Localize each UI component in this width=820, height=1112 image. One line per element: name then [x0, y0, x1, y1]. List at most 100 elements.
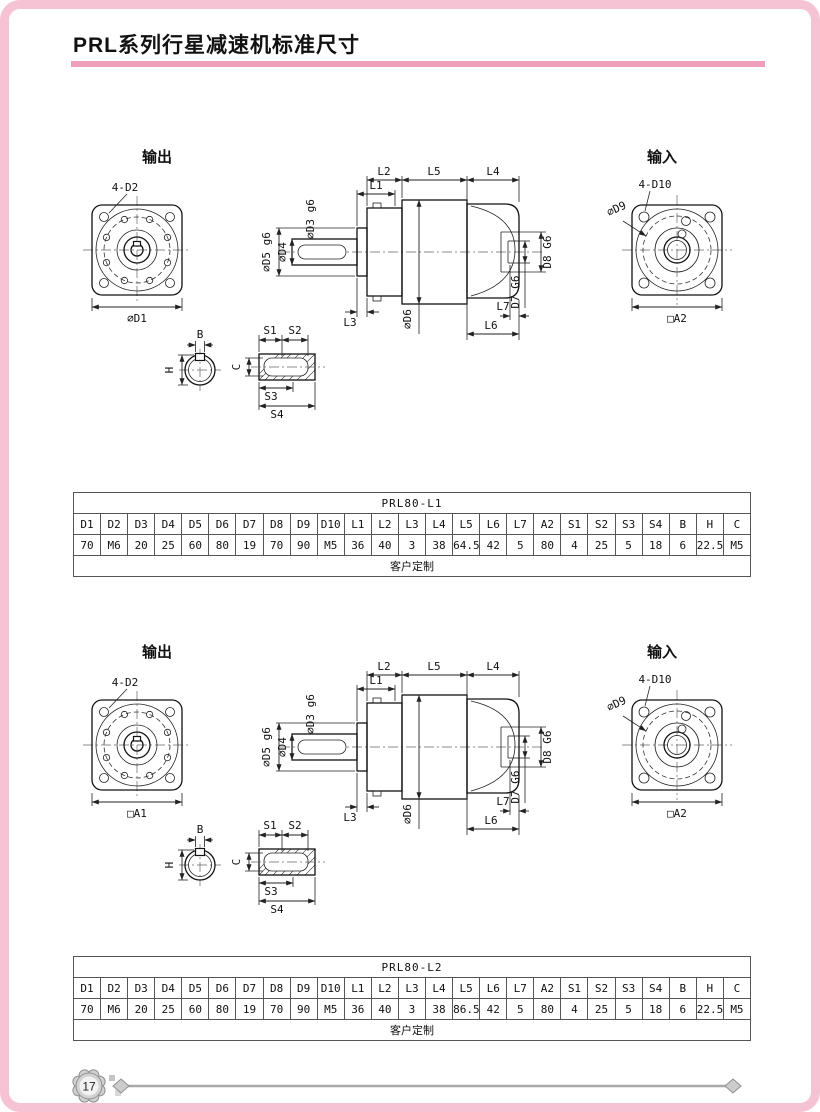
input-flange-view: 4-D10 ⌀D9 □A2	[605, 178, 732, 325]
label-S2: S2	[288, 324, 301, 337]
label-S3: S3	[264, 390, 277, 403]
divider-diamond-right	[724, 1078, 742, 1094]
label-L7: L7	[496, 300, 509, 313]
column-header: S2	[587, 513, 616, 535]
label-D6: ⌀D6	[401, 309, 414, 329]
value-cell: 80	[533, 998, 562, 1020]
column-header: D3	[127, 977, 156, 999]
label-S3: S3	[264, 885, 277, 898]
value-cell: 3	[397, 998, 427, 1020]
value-cell: 36	[343, 998, 372, 1020]
value-cell: 60	[181, 998, 210, 1020]
label-L2: L2	[377, 660, 390, 673]
output-view-label: 输出	[142, 643, 172, 661]
value-cell: 3	[397, 534, 427, 556]
output-flange-view: 4-D2 ⌀D1	[83, 181, 191, 325]
label-L4: L4	[486, 660, 500, 673]
column-header: S3	[614, 513, 643, 535]
value-cell: 25	[154, 534, 183, 556]
label-L1: L1	[369, 674, 382, 687]
value-cell: 18	[641, 998, 670, 1020]
column-header: L6	[479, 513, 508, 535]
value-cell: M5	[722, 534, 752, 556]
shaft-end-view: B H	[163, 328, 221, 391]
value-cell: 42	[479, 998, 508, 1020]
input-flange-dim: □A2	[667, 807, 687, 820]
input-flange-dim: □A2	[667, 312, 687, 325]
value-cell: M5	[316, 998, 345, 1020]
drawing-section-1: 输出 输入 4-D2 ⌀D1 B	[67, 142, 767, 442]
value-cell: 22.5	[695, 534, 724, 556]
decor-square	[115, 1090, 121, 1096]
column-header: D5	[181, 977, 210, 999]
column-header: L7	[506, 513, 535, 535]
label-L5: L5	[427, 660, 440, 673]
label-D4: ⌀D4	[276, 737, 289, 757]
label-L1: L1	[369, 179, 382, 192]
value-cell: 5	[614, 998, 643, 1020]
label-L4: L4	[486, 165, 500, 178]
column-header: L4	[425, 513, 454, 535]
value-cell: 25	[587, 998, 616, 1020]
side-view: L2 L5 L4 L1 ⌀D3 g6 ⌀D5 g6 ⌀D4 L3 ⌀D6 L7	[260, 660, 554, 835]
value-cell: 70	[262, 998, 291, 1020]
label-H: H	[163, 367, 176, 374]
value-cell: 25	[587, 534, 616, 556]
output-flange-dim: ⌀D1	[127, 312, 147, 325]
value-cell: M6	[100, 534, 129, 556]
column-header: H	[695, 977, 724, 999]
front-holes-label: 4-D2	[112, 676, 139, 689]
column-header: L2	[370, 977, 399, 999]
column-header: D8	[262, 513, 291, 535]
column-header: D2	[100, 977, 129, 999]
page-number: 17	[82, 1080, 96, 1094]
side-view: L2 L5 L4 L1 ⌀D3 g6 ⌀D5 g6 ⌀D4 L3 ⌀D6 L7	[260, 165, 554, 340]
column-header: D10	[316, 513, 345, 535]
rear-holes-label: 4-D10	[638, 673, 671, 686]
value-cell: 40	[370, 998, 399, 1020]
key-section-view: S1 S2 C S3 S4	[230, 324, 325, 421]
input-view-label: 输入	[647, 643, 677, 661]
label-L6: L6	[484, 814, 497, 827]
shaft-end-view: B H	[163, 823, 221, 886]
page-title: PRL系列行星减速机标准尺寸	[73, 34, 360, 57]
column-header: L2	[370, 513, 399, 535]
value-cell: 70	[72, 534, 102, 556]
column-header: D4	[154, 977, 183, 999]
value-cell: 5	[506, 998, 535, 1020]
value-cell: 25	[154, 998, 183, 1020]
label-S1: S1	[263, 324, 276, 337]
column-header: B	[668, 977, 697, 999]
value-cell: 19	[235, 534, 264, 556]
label-D8: D8 G6	[541, 235, 554, 268]
technical-drawing: 输出 输入 4-D2 ⌀D1 B	[83, 148, 732, 421]
output-flange-dim: □A1	[127, 807, 147, 820]
custom-note: 客户定制	[73, 1019, 751, 1041]
column-header: A2	[533, 977, 562, 999]
value-cell: 80	[208, 534, 237, 556]
value-cell: 80	[208, 998, 237, 1020]
label-D8: D8 G6	[541, 730, 554, 763]
column-header: D7	[235, 513, 264, 535]
custom-note: 客户定制	[73, 555, 751, 577]
label-L6: L6	[484, 319, 497, 332]
column-header: L5	[452, 977, 481, 999]
column-header: D8	[262, 977, 291, 999]
value-cell: 36	[343, 534, 372, 556]
column-header: D1	[72, 977, 102, 999]
divider-diamond-left	[112, 1078, 130, 1094]
label-D9: ⌀D9	[605, 199, 629, 219]
column-header: C	[722, 977, 752, 999]
column-header: D6	[208, 977, 237, 999]
value-cell: 5	[614, 534, 643, 556]
label-S1: S1	[263, 819, 276, 832]
value-cell: M5	[316, 534, 345, 556]
value-cell: 4	[560, 534, 589, 556]
column-header: D6	[208, 513, 237, 535]
column-header: L3	[397, 977, 427, 999]
